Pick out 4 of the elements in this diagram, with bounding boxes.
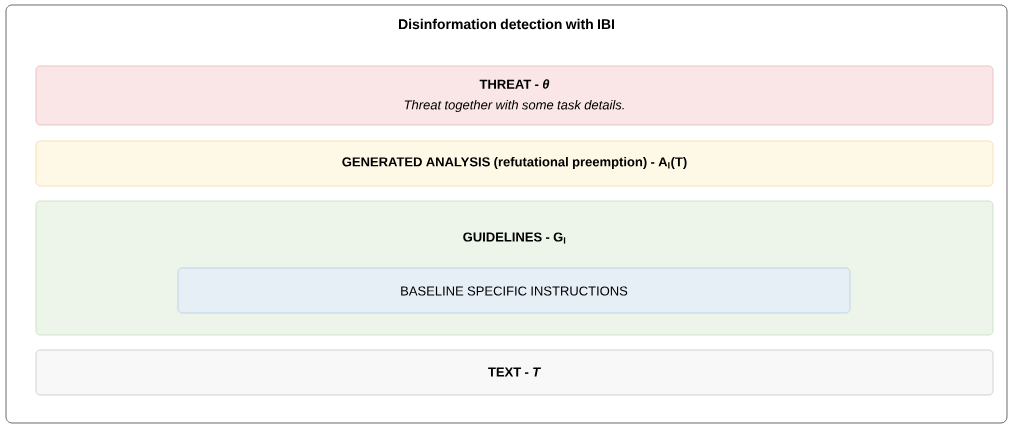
analysis-box: GENERATED ANALYSIS (refutational preemption) - A$_{I}$(T) xyxy=(35,140,994,187)
threat-box: THREAT - θ Threat together with some task details. xyxy=(35,65,994,126)
text-box: TEXT - T xyxy=(35,349,994,396)
instructions-box: BASELINE SPECIFIC INSTRUCTIONS xyxy=(177,267,851,314)
